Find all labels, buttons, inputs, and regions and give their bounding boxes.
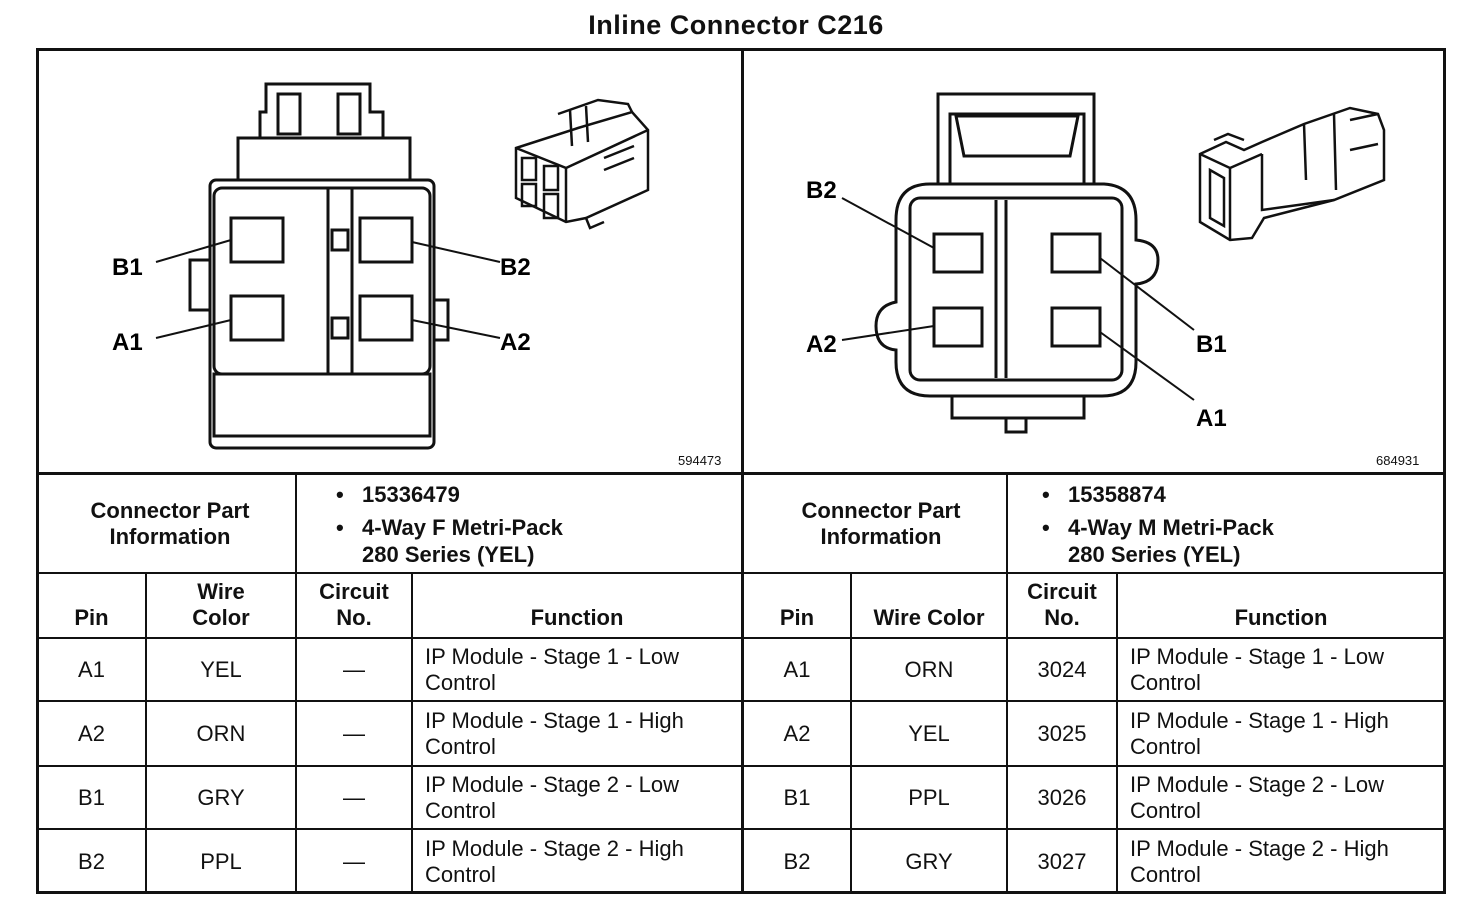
col-divider-left-1 <box>145 573 147 893</box>
right-header-pin: Pin <box>779 605 815 630</box>
divider-header-bottom <box>37 637 1445 639</box>
left-figure-number: 594473 <box>678 453 722 468</box>
col-divider-right-3 <box>1116 573 1118 893</box>
left-part-desc-line1: 4-Way F Metri-Pack <box>362 515 563 540</box>
right-part-desc-line2: 280 Series (YEL) <box>1068 542 1241 567</box>
left-row-4-function: IP Module - Stage 2 - High Control <box>425 835 684 887</box>
right-row-2-function: IP Module - Stage 1 - High Control <box>1130 707 1389 759</box>
col-divider-left-2 <box>295 573 297 893</box>
right-part-number: 15358874 <box>1068 482 1166 507</box>
right-header-wire-color: Wire Color <box>873 605 985 630</box>
right-label-b1: B1 <box>1196 331 1227 358</box>
right-label-a2: A2 <box>806 331 837 358</box>
divider-row-1 <box>37 700 1445 702</box>
right-info-label: Connector Part Information <box>801 498 961 549</box>
right-row-2-pin: A2 <box>783 720 811 746</box>
right-row-3-circuit: 3026 <box>1037 784 1087 810</box>
left-row-2-function: IP Module - Stage 1 - High Control <box>425 707 684 759</box>
left-label-a1: A1 <box>112 329 143 356</box>
right-row-2-color: YEL <box>908 720 950 746</box>
left-row-3-circuit: — <box>343 784 365 810</box>
left-header-wire-color: Wire Color <box>192 579 250 630</box>
left-row-4-circuit: — <box>343 848 365 874</box>
right-row-1-circuit: 3024 <box>1037 656 1087 682</box>
right-part-info: •15358874 •4-Way M Metri-Pack 280 Series… <box>1042 482 1274 567</box>
left-row-3-pin: B1 <box>78 784 105 810</box>
col-divider-left-3 <box>411 573 413 893</box>
right-label-b2: B2 <box>806 177 837 204</box>
left-info-label: Connector Part Information <box>90 498 250 549</box>
left-label-b1: B1 <box>112 254 143 281</box>
left-label-a2: A2 <box>500 329 531 356</box>
page-title: Inline Connector C216 <box>588 10 884 40</box>
left-header-function: Function <box>530 605 624 630</box>
center-divider <box>741 50 744 893</box>
left-part-info: •15336479 •4-Way F Metri-Pack 280 Series… <box>336 482 563 567</box>
right-row-3-pin: B1 <box>783 784 811 810</box>
left-connector-perspective-icon <box>514 98 650 230</box>
right-connector-diagram: B2 A2 B1 A1 <box>806 92 1386 434</box>
right-row-1-pin: A1 <box>783 656 811 682</box>
right-row-1-color: ORN <box>904 656 954 682</box>
divider-row-3 <box>37 828 1445 830</box>
right-row-4-pin: B2 <box>783 848 811 874</box>
right-row-4-function: IP Module - Stage 2 - High Control <box>1130 835 1389 887</box>
left-header-circuit: Circuit No. <box>319 579 389 630</box>
left-row-4-pin: B2 <box>78 848 105 874</box>
right-label-a1: A1 <box>1196 405 1227 432</box>
right-connector-perspective-icon <box>1198 106 1386 242</box>
left-row-1-circuit: — <box>343 656 365 682</box>
left-header-pin: Pin <box>74 605 109 630</box>
right-row-4-color: GRY <box>905 848 953 874</box>
right-part-desc-line1: 4-Way M Metri-Pack <box>1068 515 1274 540</box>
right-header-function: Function <box>1234 605 1328 630</box>
info-divider-left <box>295 474 297 574</box>
left-row-4-color: PPL <box>200 848 242 874</box>
left-label-b2: B2 <box>500 254 531 281</box>
left-row-1-color: YEL <box>200 656 242 682</box>
left-row-3-function: IP Module - Stage 2 - Low Control <box>425 771 679 823</box>
right-row-2-circuit: 3025 <box>1037 720 1087 746</box>
right-row-4-circuit: 3027 <box>1037 848 1087 874</box>
left-row-1-function: IP Module - Stage 1 - Low Control <box>425 643 679 695</box>
left-row-2-circuit: — <box>343 720 365 746</box>
left-row-2-color: ORN <box>196 720 246 746</box>
right-row-3-color: PPL <box>908 784 950 810</box>
left-part-desc-line2: 280 Series (YEL) <box>362 542 535 567</box>
divider-diagram-bottom <box>37 472 1445 475</box>
left-row-2-pin: A2 <box>78 720 105 746</box>
col-divider-right-2 <box>1006 573 1008 893</box>
right-figure-number: 684931 <box>1376 453 1420 468</box>
left-row-1-pin: A1 <box>78 656 105 682</box>
divider-row-2 <box>37 765 1445 767</box>
right-header-circuit: Circuit No. <box>1027 579 1097 630</box>
right-row-1-function: IP Module - Stage 1 - Low Control <box>1130 643 1384 695</box>
left-connector-diagram: B1 A1 B2 A2 <box>112 82 650 450</box>
info-divider-right <box>1006 474 1008 574</box>
right-row-3-function: IP Module - Stage 2 - Low Control <box>1130 771 1384 823</box>
col-divider-right-1 <box>850 573 852 893</box>
divider-info-bottom <box>37 572 1445 574</box>
left-row-3-color: GRY <box>197 784 245 810</box>
left-part-number: 15336479 <box>362 482 460 507</box>
